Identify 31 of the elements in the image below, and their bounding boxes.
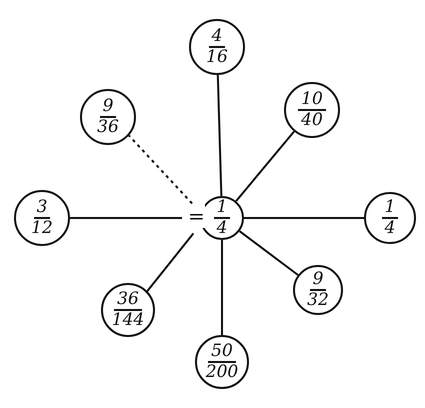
numerator: 9 bbox=[310, 270, 326, 291]
denominator: 16 bbox=[205, 48, 229, 67]
numerator: 3 bbox=[34, 198, 50, 219]
denominator: 36 bbox=[96, 118, 120, 137]
denominator: 12 bbox=[30, 219, 54, 238]
denominator: 144 bbox=[110, 311, 146, 330]
numerator: 1 bbox=[382, 198, 398, 219]
connector-line bbox=[221, 240, 223, 335]
fraction-circle bbox=[364, 192, 416, 244]
numerator: 10 bbox=[298, 90, 326, 111]
numerator: 1 bbox=[214, 198, 230, 219]
equals-sign: = bbox=[188, 204, 205, 228]
connector-line bbox=[216, 74, 222, 196]
connector-line bbox=[239, 230, 299, 276]
fraction-circle bbox=[101, 283, 155, 337]
denominator: 200 bbox=[204, 363, 240, 382]
numerator: 50 bbox=[208, 342, 236, 363]
connector-line bbox=[235, 130, 295, 202]
numerator: 4 bbox=[208, 27, 226, 48]
connector-line bbox=[70, 217, 182, 219]
fraction-circle bbox=[195, 335, 249, 389]
connector-line bbox=[244, 217, 364, 219]
denominator: 32 bbox=[306, 291, 330, 310]
denominator: 40 bbox=[300, 111, 324, 130]
numerator: 9 bbox=[100, 97, 116, 118]
fraction-circle bbox=[293, 265, 343, 315]
connector-line bbox=[146, 232, 194, 292]
numerator: 36 bbox=[114, 290, 142, 311]
connector-line bbox=[128, 134, 193, 204]
denominator: 4 bbox=[216, 219, 228, 238]
denominator: 4 bbox=[384, 219, 396, 238]
